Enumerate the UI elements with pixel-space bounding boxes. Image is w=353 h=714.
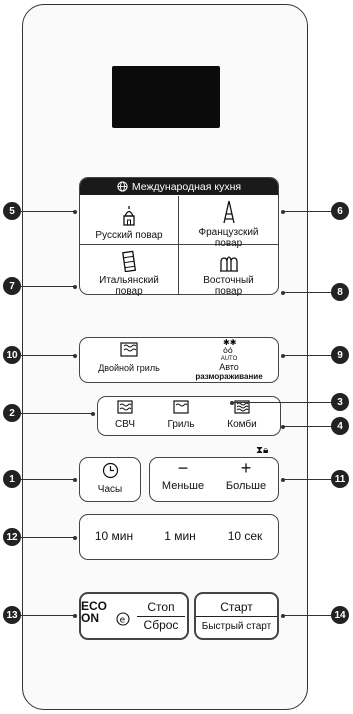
callout-8: 8: [331, 283, 349, 301]
callout-6: 6: [331, 202, 349, 220]
reset-label: Сброс: [143, 618, 179, 632]
one-min-button[interactable]: 1 мин: [150, 529, 210, 543]
snowflake-drop-icon: ✱✱ȯȯ: [223, 338, 237, 355]
one-min-label: 1 мин: [164, 529, 196, 543]
less-label: Меньше: [161, 480, 205, 492]
double-grill-label: Двойной гриль: [98, 363, 160, 373]
ten-min-button[interactable]: 10 мин: [84, 529, 144, 543]
grid-divider-h: [80, 244, 278, 246]
microwave-icon: [117, 400, 133, 414]
clock-button-box[interactable]: [79, 457, 141, 502]
eiffel-tower-icon: [222, 200, 235, 224]
leader-5: [21, 209, 77, 215]
on-label: ON: [81, 611, 99, 625]
more-button[interactable]: + Больше: [216, 458, 276, 492]
callout-2: 2: [3, 404, 21, 422]
leader-9: [281, 353, 331, 359]
callout-13: 13: [3, 606, 21, 624]
russian-chef-button[interactable]: Русский повар: [80, 205, 178, 241]
clock-button[interactable]: Часы: [80, 462, 140, 495]
callout-12: 12: [3, 528, 21, 546]
french-chef-label-1: Французский: [198, 227, 259, 238]
french-chef-label-2: повар: [214, 238, 243, 249]
callout-9: 9: [331, 346, 349, 364]
callout-7: 7: [3, 277, 21, 295]
eco-leaf-icon: e: [116, 612, 130, 626]
more-label: Больше: [225, 480, 267, 492]
lcd-display: [112, 66, 220, 128]
stop-reset-button[interactable]: Стоп Сброс: [137, 599, 185, 634]
minus-icon: −: [177, 458, 189, 478]
combi-button[interactable]: Комби: [214, 400, 270, 430]
eastern-chef-label-1: Восточный: [203, 275, 254, 286]
quick-start-label: Быстрый старт: [201, 621, 272, 632]
stop-label: Стоп: [137, 599, 185, 617]
eco-on-button[interactable]: ECO ON: [81, 600, 107, 624]
russian-chef-label: Русский повар: [95, 230, 163, 241]
eastern-chef-label-2: повар: [214, 286, 243, 297]
globe-icon: [117, 181, 128, 192]
leader-3: [230, 400, 331, 406]
callout-11: 11: [331, 470, 349, 488]
callout-5: 5: [3, 202, 21, 220]
leader-12: [21, 535, 77, 541]
leader-1: [21, 477, 77, 483]
callout-3: 3: [331, 393, 349, 411]
less-button[interactable]: − Меньше: [152, 458, 214, 492]
plus-icon: +: [240, 458, 252, 478]
microwave-label: СВЧ: [114, 419, 136, 430]
leader-6: [281, 209, 331, 215]
international-header: Международная кухня: [80, 178, 278, 195]
eastern-chef-button[interactable]: Восточный повар: [179, 250, 278, 297]
mosque-icon: [219, 256, 238, 272]
leaning-tower-icon: [122, 250, 137, 273]
leader-4: [281, 424, 331, 430]
combi-label: Комби: [227, 419, 257, 430]
grill-defrost-block: [79, 337, 279, 383]
svg-text:e: e: [120, 615, 126, 625]
microwave-button[interactable]: СВЧ: [100, 400, 150, 430]
french-chef-button[interactable]: Французский повар: [179, 200, 278, 249]
leader-8: [281, 290, 331, 296]
grill-wave-icon: [120, 342, 138, 357]
callout-10: 10: [3, 346, 21, 364]
leader-14: [281, 613, 331, 619]
svg-text:✱✱: ✱✱: [223, 338, 237, 347]
less-more-box: [149, 457, 279, 502]
grill-button[interactable]: Гриль: [156, 400, 206, 430]
defrost-label: размораживание: [195, 372, 263, 381]
leader-11: [281, 477, 331, 483]
leader-10: [21, 353, 77, 359]
russian-dome-icon: [123, 206, 135, 226]
callout-4: 4: [331, 417, 349, 435]
hourglass-lock-icon: ⧗🔒︎: [256, 445, 269, 456]
international-label: Международная кухня: [131, 180, 242, 193]
start-button[interactable]: Старт Быстрый старт: [196, 599, 277, 635]
italian-chef-label-2: повар: [115, 286, 143, 297]
ten-min-label: 10 мин: [94, 529, 134, 543]
auto-defrost-button[interactable]: ✱✱ȯȯ AUTO Авто размораживание: [182, 338, 276, 381]
grill-label: Гриль: [167, 419, 195, 430]
auto-label: Авто: [219, 362, 239, 372]
ten-sec-label: 10 сек: [227, 529, 263, 543]
callout-14: 14: [331, 606, 349, 624]
leader-7: [21, 284, 77, 290]
callout-1: 1: [3, 470, 21, 488]
time-block: [79, 514, 279, 560]
svg-text:ȯȯ: ȯȯ: [223, 346, 233, 354]
eco-label: ECO: [81, 599, 108, 613]
leader-2: [21, 411, 95, 417]
grill-icon: [173, 400, 189, 414]
italian-chef-label-1: Итальянский: [99, 275, 159, 286]
leader-13: [21, 613, 77, 619]
clock-icon: [102, 462, 118, 479]
double-grill-button[interactable]: Двойной гриль: [82, 342, 176, 374]
ten-sec-button[interactable]: 10 сек: [214, 529, 276, 543]
start-label: Старт: [196, 599, 277, 617]
italian-chef-button[interactable]: Итальянский повар: [80, 250, 178, 297]
auto-small-label: AUTO: [220, 356, 238, 362]
clock-label: Часы: [97, 484, 123, 495]
